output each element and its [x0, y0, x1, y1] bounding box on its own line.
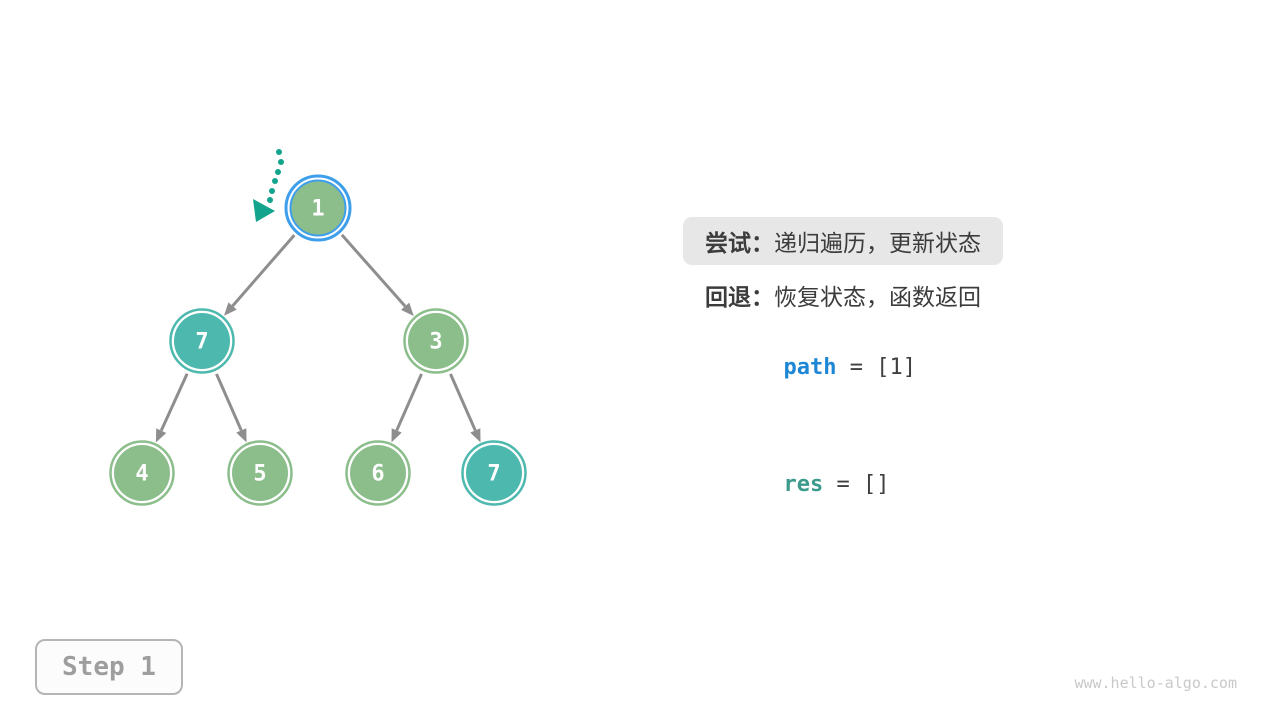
- pointer-dot: [276, 149, 282, 155]
- node-label: 7: [195, 330, 208, 355]
- node-label: 1: [311, 197, 324, 222]
- try-text: 递归遍历，更新状态: [774, 230, 981, 256]
- try-line: 尝试：递归遍历，更新状态: [683, 217, 1003, 265]
- tree-edge: [215, 373, 247, 443]
- res-var: res: [783, 472, 824, 497]
- tree-node: 4: [109, 440, 175, 506]
- tree-edge: [449, 373, 481, 443]
- node-label: 3: [429, 330, 442, 355]
- tree-node: 5: [227, 440, 293, 506]
- step-badge: Step 1: [35, 639, 183, 695]
- node-label: 4: [135, 462, 148, 487]
- tree-edge: [391, 373, 423, 443]
- node-label: 5: [253, 462, 266, 487]
- backtrack-line: 回退：恢复状态，函数返回: [705, 278, 981, 312]
- edge-arrowhead-icon: [236, 428, 247, 443]
- pointer-dot: [275, 169, 281, 175]
- tree-node: 1: [284, 174, 352, 242]
- res-variable-line: res = []: [704, 447, 889, 522]
- step-badge-label: Step 1: [62, 652, 156, 682]
- pointer-dot: [272, 178, 278, 184]
- tree-svg: 1 7 3 4 5 6 7: [109, 149, 527, 506]
- backtrack-text: 恢复状态，函数返回: [774, 284, 981, 310]
- pointer-dot: [278, 159, 284, 165]
- pointer-dot: [269, 188, 275, 194]
- edge-arrowhead-icon: [401, 302, 414, 316]
- edge-arrowhead-icon: [224, 302, 237, 316]
- tree-node: 3: [403, 308, 469, 374]
- node-label: 7: [487, 462, 500, 487]
- pointer-arrowhead-icon: [253, 199, 275, 222]
- tree-edge: [155, 373, 189, 443]
- edge-arrowhead-icon: [391, 428, 402, 443]
- res-value: = []: [823, 472, 890, 497]
- pointer-dot: [267, 197, 273, 203]
- path-var: path: [783, 355, 837, 380]
- tree-node: 6: [345, 440, 411, 506]
- path-variable-line: path = [1]: [704, 330, 916, 405]
- tree-node: 7: [169, 308, 235, 374]
- backtrack-label: 回退：: [705, 284, 774, 310]
- edge-arrowhead-icon: [155, 428, 167, 443]
- tree-edge: [340, 233, 414, 316]
- tree-node: 7: [461, 440, 527, 506]
- node-label: 6: [371, 462, 384, 487]
- edge-arrowhead-icon: [470, 428, 481, 443]
- tree-edge: [224, 234, 296, 316]
- path-value: = [1]: [836, 355, 916, 380]
- try-label: 尝试：: [705, 230, 774, 256]
- watermark: www.hello-algo.com: [1074, 674, 1237, 692]
